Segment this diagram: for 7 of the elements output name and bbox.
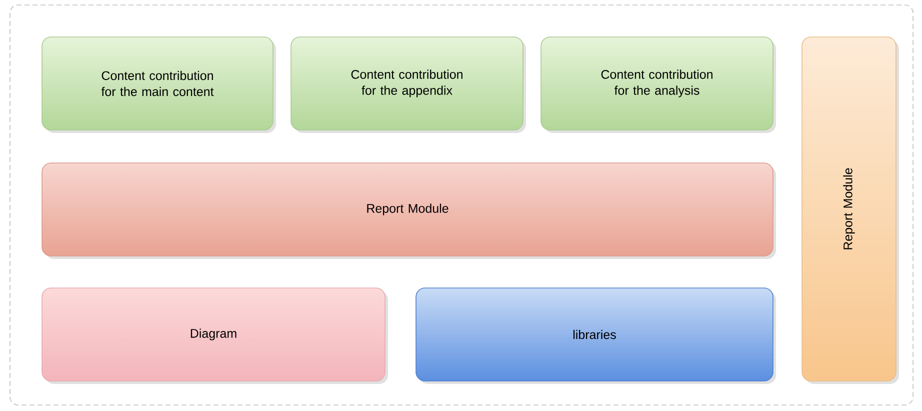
- module-box: Content contribution for the appendix: [290, 36, 526, 133]
- module-box: Diagram: [42, 288, 388, 384]
- module-box: Content contribution for the main content: [42, 36, 276, 133]
- module-box: libraries: [416, 288, 776, 384]
- module-box: Content contribution for the analysis: [540, 36, 776, 133]
- module-box: Report Module: [42, 162, 776, 259]
- module-bar: Report Module: [802, 36, 899, 384]
